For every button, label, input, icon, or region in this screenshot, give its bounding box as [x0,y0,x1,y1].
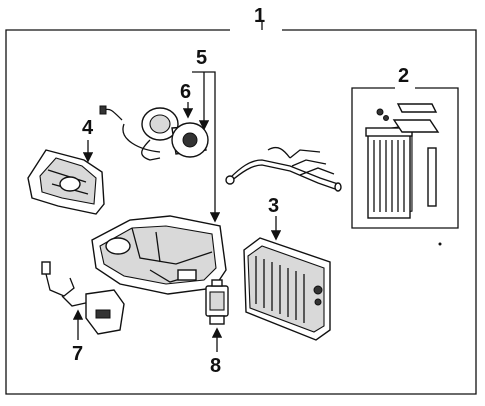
heater-case[interactable] [91,215,227,295]
speck [438,242,442,246]
heater-core-kit[interactable] [365,103,440,219]
callout-2[interactable]: 2 [398,65,409,87]
wiring-harness[interactable] [41,261,125,335]
resistor[interactable] [205,279,229,325]
callout-3[interactable]: 3 [268,195,279,217]
kit-frame [351,87,459,229]
heater-hoses[interactable] [225,146,342,192]
callout-1[interactable]: 1 [254,5,265,27]
callout-7[interactable]: 7 [72,343,83,365]
evaporator-core[interactable] [243,237,331,341]
callout-4[interactable]: 4 [82,117,94,139]
duct-cover[interactable] [27,149,105,215]
callout-8[interactable]: 8 [210,355,221,377]
blower-motor[interactable] [99,105,209,161]
callout-5[interactable]: 5 [196,47,207,69]
assembly-frame [5,29,477,395]
callout-6[interactable]: 6 [180,81,191,103]
callout-5-leader [192,71,221,223]
